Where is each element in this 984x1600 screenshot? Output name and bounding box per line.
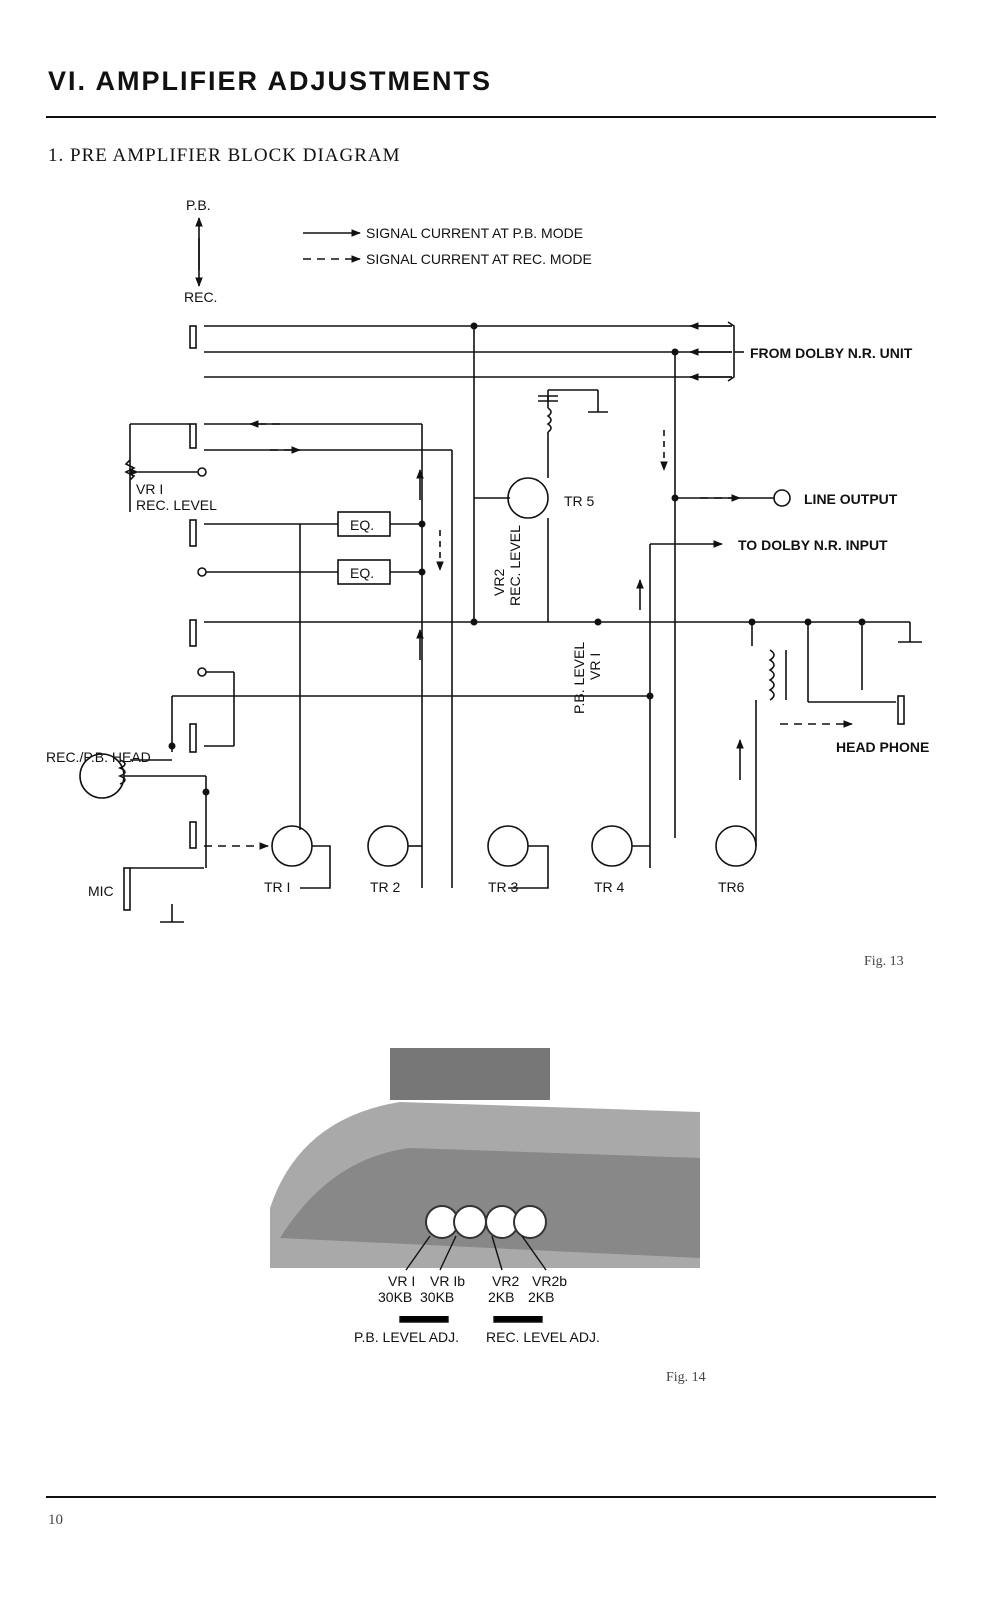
tr4-symbol: [591, 825, 633, 867]
bottom-rule: [46, 1496, 936, 1498]
vr2b-knob: [513, 1205, 547, 1239]
vr2-label: VR2: [491, 569, 507, 596]
head-phone-label: HEAD PHONE: [836, 739, 929, 755]
tr6-symbol: [715, 825, 757, 867]
top-rule: [46, 116, 936, 118]
tr4-label: TR 4: [594, 879, 625, 895]
tr5-label: TR 5: [564, 493, 595, 509]
pb-label: P.B.: [186, 197, 211, 213]
line-output-label: LINE OUTPUT: [804, 491, 898, 507]
heat-sink: [390, 1048, 550, 1100]
from-dolby-label: FROM DOLBY N.R. UNIT: [750, 345, 913, 361]
section-title: VI. AMPLIFIER ADJUSTMENTS: [48, 66, 493, 96]
rec-label: REC.: [184, 289, 217, 305]
mic-label: MIC: [88, 883, 114, 899]
board-photo: VR I VR Ib VR2 VR2b 30KB 30KB 2KB 2KB P.…: [270, 1048, 720, 1368]
vr2-photo-label: VR2: [492, 1273, 519, 1289]
sub-heading: 1. PRE AMPLIFIER BLOCK DIAGRAM: [48, 145, 401, 166]
vr2-rec-level-label: REC. LEVEL: [507, 525, 523, 606]
rec-pb-head-label: REC./P.B. HEAD: [46, 749, 151, 765]
fig14-caption: Fig. 14: [666, 1370, 706, 1385]
legend-rec-label: SIGNAL CURRENT AT REC. MODE: [366, 251, 592, 267]
vr2-value: 2KB: [488, 1289, 514, 1305]
rec-adj-label: REC. LEVEL ADJ.: [486, 1329, 600, 1345]
rec-level-label: REC. LEVEL: [136, 497, 217, 513]
mic-jack: [123, 867, 131, 911]
legend-pb-label: SIGNAL CURRENT AT P.B. MODE: [366, 225, 583, 241]
eq2-label: EQ.: [350, 565, 374, 581]
vr1-value: 30KB: [378, 1289, 412, 1305]
block-diagram: P.B. REC. SIGNAL CURRENT AT P.B. MODE SI…: [46, 197, 929, 923]
fig13-caption: Fig. 13: [864, 954, 904, 969]
page-number: 10: [48, 1512, 63, 1528]
tr2-symbol: [367, 825, 409, 867]
switch-top: [189, 325, 197, 349]
eq1-label: EQ.: [350, 517, 374, 533]
tr6-label: TR6: [718, 879, 745, 895]
transformer: [768, 649, 775, 701]
tr2-label: TR 2: [370, 879, 401, 895]
vr1b-knob: [453, 1205, 487, 1239]
vr1b-photo-label: VR Ib: [430, 1273, 465, 1289]
vr1b-value: 30KB: [420, 1289, 454, 1305]
vr1-side-label: VR I: [587, 653, 603, 680]
tr3-symbol: [487, 825, 529, 867]
tr1-symbol: [271, 825, 313, 867]
headphone-jack: [897, 695, 905, 725]
line-output-jack: [773, 489, 791, 507]
pb-adj-label: P.B. LEVEL ADJ.: [354, 1329, 459, 1345]
vr1-photo-label: VR I: [388, 1273, 415, 1289]
vr1-top-label: VR I: [136, 481, 163, 497]
vr2b-value: 2KB: [528, 1289, 554, 1305]
pb-level-label: P.B. LEVEL: [571, 642, 587, 714]
vr2b-photo-label: VR2b: [532, 1273, 567, 1289]
tr3-label: TR 3: [488, 879, 519, 895]
tr1-label: TR I: [264, 879, 290, 895]
tr5-symbol: [507, 477, 549, 519]
to-dolby-label: TO DOLBY N.R. INPUT: [738, 537, 888, 553]
